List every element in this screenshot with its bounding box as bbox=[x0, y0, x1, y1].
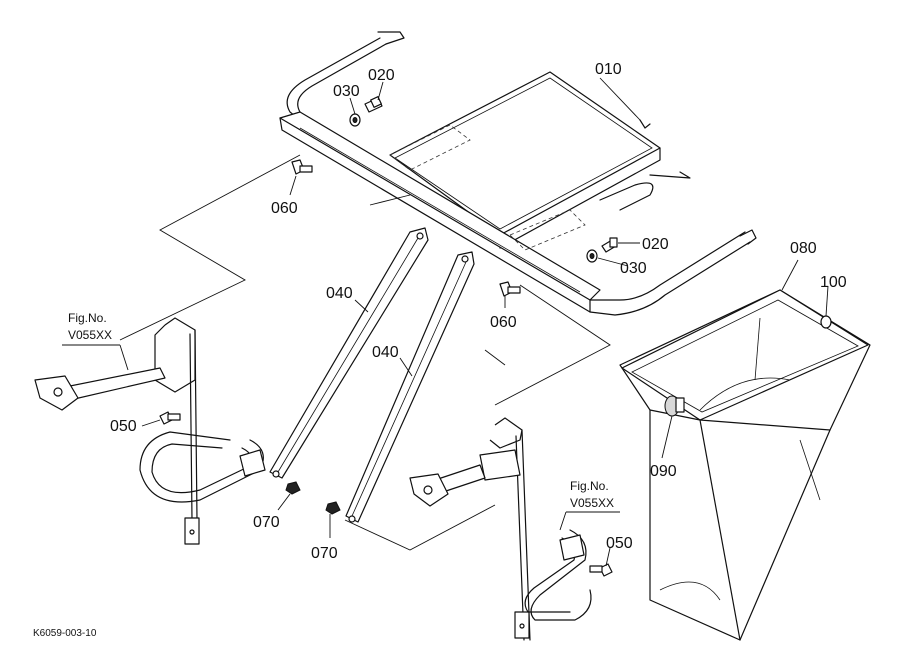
label-030-right: 030 bbox=[620, 260, 647, 277]
bag-fastener-100 bbox=[820, 315, 832, 329]
label-060-left: 060 bbox=[271, 200, 298, 217]
washer-030-right bbox=[586, 249, 598, 263]
leader-lines bbox=[62, 77, 829, 567]
label-040-right: 040 bbox=[372, 344, 399, 361]
handle-frame bbox=[286, 31, 757, 316]
left-bracket-assembly bbox=[34, 317, 266, 545]
cover-plate-010 bbox=[389, 71, 691, 249]
label-070-right: 070 bbox=[311, 545, 338, 562]
support-arm-040-right bbox=[345, 251, 475, 523]
figure-reference-left: Fig.No. V055XX bbox=[68, 311, 112, 342]
nut-070-left bbox=[285, 481, 301, 495]
label-020-top: 020 bbox=[368, 67, 395, 84]
label-050-left: 050 bbox=[110, 418, 137, 435]
fig-ref-left-line1: Fig.No. bbox=[68, 311, 107, 325]
label-020-right: 020 bbox=[642, 236, 669, 253]
nut-070-right bbox=[325, 501, 341, 515]
label-040-left: 040 bbox=[326, 285, 353, 302]
bolt-060-left bbox=[291, 159, 313, 175]
bolt-060-right bbox=[499, 281, 521, 297]
label-070-left: 070 bbox=[253, 514, 280, 531]
label-080: 080 bbox=[790, 240, 817, 257]
fig-ref-right-line1: Fig.No. bbox=[570, 479, 609, 493]
label-030-top: 030 bbox=[333, 83, 360, 100]
label-100: 100 bbox=[820, 274, 847, 291]
mounting-rail bbox=[279, 111, 601, 313]
label-010: 010 bbox=[595, 61, 622, 78]
figure-reference-right: Fig.No. V055XX bbox=[570, 479, 614, 510]
washer-030-top bbox=[349, 113, 361, 127]
part-number-labels: 010 020 030 020 030 060 060 040 040 050 … bbox=[110, 61, 847, 562]
fig-ref-left-line2: V055XX bbox=[68, 328, 112, 342]
right-bracket-assembly bbox=[409, 417, 613, 641]
support-arm-040-left bbox=[269, 227, 429, 479]
label-060-right: 060 bbox=[490, 314, 517, 331]
bolt-020-top bbox=[364, 96, 383, 113]
drawing-code: K6059-003-10 bbox=[33, 628, 97, 639]
label-050-right: 050 bbox=[606, 535, 633, 552]
assembly-guide-lines bbox=[119, 154, 611, 551]
bolt-020-right bbox=[601, 237, 618, 253]
label-090: 090 bbox=[650, 463, 677, 480]
fig-ref-right-line2: V055XX bbox=[570, 496, 614, 510]
